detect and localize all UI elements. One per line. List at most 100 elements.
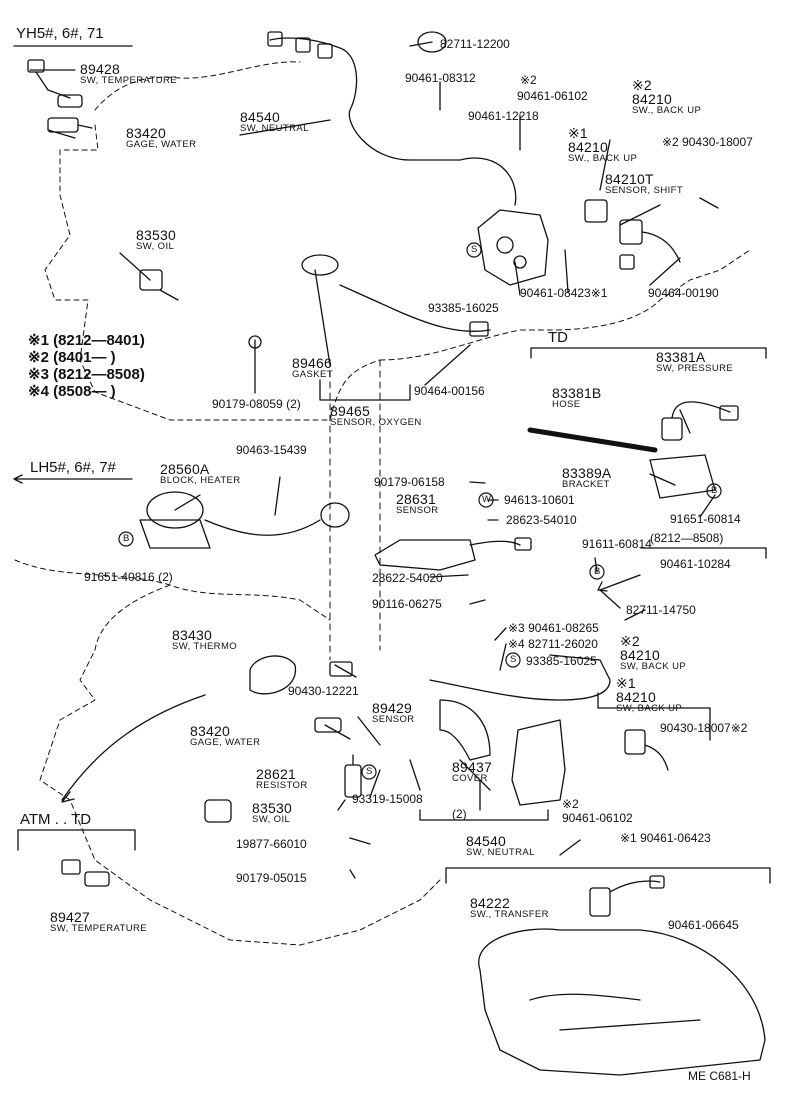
label-94613-10601: 94613-10601 <box>504 493 575 507</box>
oil-switch-83530-drawing <box>140 270 178 300</box>
label-91651-40816: 91651-40816 (2) <box>84 570 173 584</box>
hose-83381b-drawing <box>530 430 655 450</box>
symbol-b-left-letter: B <box>123 533 130 544</box>
label-90464-00190: 90464-00190 <box>648 286 719 300</box>
note-text-2: (8401— ) <box>53 349 116 366</box>
label-93319-15008: 93319-15008 <box>352 792 423 806</box>
label-90461-06645: 90461-06645 <box>668 918 739 932</box>
clip-82711-12200-drawing <box>418 32 446 52</box>
shift-housing-drawing <box>478 210 548 285</box>
resistor-28621-drawing <box>345 755 361 797</box>
label-90463-15439: 90463-15439 <box>236 443 307 457</box>
symbol-b-left <box>119 532 133 546</box>
header-atm: ATM . . TD <box>20 811 92 828</box>
lh-arrow <box>14 475 132 483</box>
label-90461-06102-lower: 90461-06102 <box>562 811 633 825</box>
note-text-1: (8212—8401) <box>53 332 145 349</box>
symbol-s-lower <box>506 653 520 667</box>
symbol-b-lower-letter: B <box>594 566 601 577</box>
neutral-leader <box>560 840 580 855</box>
pressure-switch-83381a-drawing <box>662 402 738 440</box>
symbol-s-lower-letter: S <box>510 654 517 665</box>
label-93385-16025-lower: 93385-16025 <box>526 654 597 668</box>
label-82711-14750: 82711-14750 <box>626 603 696 617</box>
label-90179-05015: 90179-05015 <box>236 871 307 885</box>
leaders-upper <box>30 42 718 400</box>
symbol-b-lower <box>590 565 604 579</box>
cover-89437-drawing <box>440 700 490 760</box>
heater-block-28560a-drawing <box>140 492 349 548</box>
backup-bracket <box>598 693 710 740</box>
label-90430-18007-lower: 90430-18007※2 <box>660 721 748 735</box>
neutral-bracket <box>420 780 548 820</box>
clip-direction-arrow <box>598 575 640 591</box>
label-90461-12218: 90461-12218 <box>468 109 539 123</box>
dash-connectors <box>330 360 380 660</box>
oxygen-sensor-89465-drawing <box>302 255 490 336</box>
range-label: (8212—8508) <box>650 531 724 545</box>
label-90179-08059: 90179-08059 (2) <box>212 397 301 411</box>
bracket-83389a-drawing <box>650 455 715 498</box>
label-19877-66010: 19877-66010 <box>236 837 307 851</box>
neutral-harness-drawing <box>268 32 516 205</box>
symbol-b-right <box>707 484 721 498</box>
backup-switch-lower-drawing <box>625 730 668 770</box>
heater-route-arrow <box>62 695 205 802</box>
label-90461-08423: 90461-08423※1 <box>520 286 608 300</box>
transfer-bracket <box>446 868 770 883</box>
symbol-b-right-letter: B <box>711 485 718 496</box>
oil-switch-83530-lower-drawing <box>205 800 231 822</box>
label-82711-12200: 82711-12200 <box>440 37 510 51</box>
label-90116-06275: 90116-06275 <box>372 597 442 611</box>
label-93385-16025-upper: 93385-16025 <box>428 301 499 315</box>
mark-2-upper: ※2 <box>520 73 537 87</box>
symbol-s-upper-letter: S <box>471 244 478 255</box>
temperature-switch-89428-drawing <box>28 60 82 107</box>
label-28623-54010: 28623-54010 <box>506 513 577 527</box>
note-mark-1: ※1 <box>28 332 49 349</box>
engine-outline-lower <box>15 560 440 945</box>
temperature-switch-89427-drawing <box>62 860 109 886</box>
symbol-s-left-letter: S <box>366 766 373 777</box>
label-90464-00156: 90464-00156 <box>414 384 485 398</box>
symbol-w-letter: W <box>482 494 492 505</box>
header-td: TD <box>548 329 568 346</box>
label-91611-60814: 91611-60814 <box>582 537 652 551</box>
label-90461-08312: 90461-08312 <box>405 71 476 85</box>
label-90461-08265: ※3 90461-08265 <box>508 621 599 635</box>
label-82711-26020: ※4 82711-26020 <box>508 637 598 651</box>
symbol-s-left <box>362 765 376 779</box>
neutral-switch-lower-drawing <box>430 655 610 805</box>
note-text-3: (8212—8508) <box>53 366 145 383</box>
note-mark-2: ※2 <box>28 349 49 366</box>
diagram-code: ME C681-H <box>688 1069 751 1083</box>
note-mark-3: ※3 <box>28 366 49 383</box>
transfer-switch-84222-drawing <box>590 876 664 916</box>
range-bracket <box>641 548 766 558</box>
label-90461-06423: ※1 90461-06423 <box>620 831 711 845</box>
engine-outline-upper <box>45 62 750 420</box>
backup-switch-upper-drawing <box>585 200 680 269</box>
note-text-4: (8508— ) <box>53 383 116 400</box>
mark-2-lower: ※2 <box>562 797 579 811</box>
label-90461-10284: 90461-10284 <box>660 557 731 571</box>
